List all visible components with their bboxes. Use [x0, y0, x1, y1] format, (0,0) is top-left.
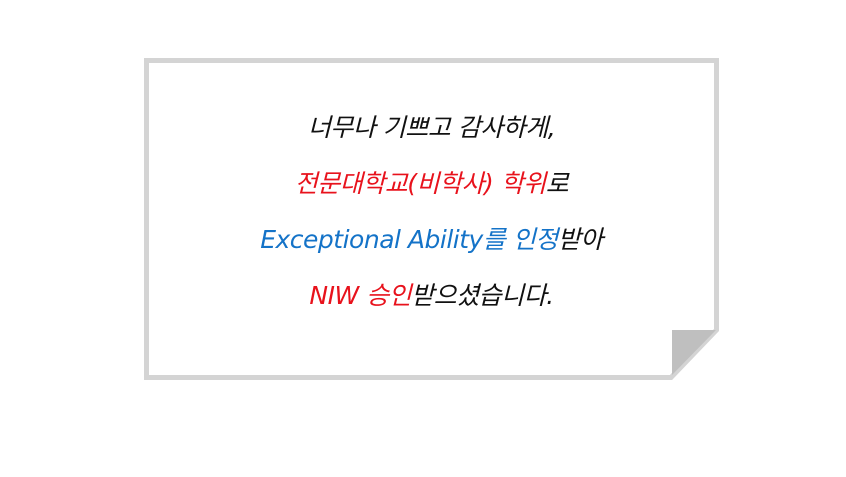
line-1-black-text: 너무나 기쁘고 감사하게, — [307, 113, 556, 142]
line-4-black-text: 받으셨습니다. — [411, 281, 554, 310]
line-2-red-text: 전문대학교(비학사) 학위 — [294, 169, 546, 198]
page-curl-fold-icon — [672, 330, 716, 375]
note-card: 너무나 기쁘고 감사하게, 전문대학교(비학사) 학위로 Exceptional… — [144, 58, 719, 380]
message-line-1: 너무나 기쁘고 감사하게, — [144, 112, 719, 144]
line-3-black-text: 받아 — [557, 225, 604, 254]
note-paper — [144, 58, 719, 380]
message-text: 너무나 기쁘고 감사하게, 전문대학교(비학사) 학위로 Exceptional… — [144, 58, 719, 380]
message-line-4: NIW 승인받으셨습니다. — [144, 280, 719, 312]
line-4-red-text: NIW 승인 — [309, 281, 412, 310]
note-frame — [144, 58, 719, 380]
message-line-2: 전문대학교(비학사) 학위로 — [144, 168, 719, 200]
message-line-3: Exceptional Ability를 인정받아 — [144, 224, 719, 256]
line-3-blue-text: Exceptional Ability를 인정 — [260, 225, 558, 254]
line-2-black-text: 로 — [545, 169, 569, 198]
